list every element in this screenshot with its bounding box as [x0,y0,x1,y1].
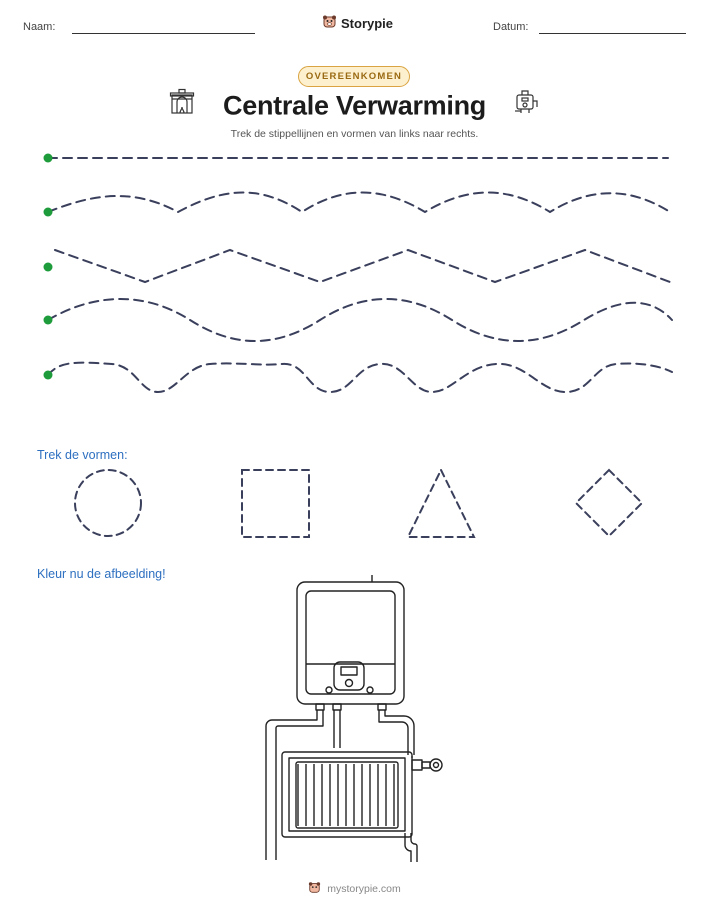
tracing-line-zigzag[interactable] [54,248,671,284]
title-text: Centrale Verwarming [223,90,486,121]
footer-url[interactable]: mystorypie.com [327,883,401,895]
start-dot-line-5 [43,370,53,380]
category-badge: OVEREENKOMEN [298,66,410,87]
start-dot-line-4 [43,315,53,325]
tracing-line-wave[interactable] [47,298,673,342]
shapes-label: Trek de vormen: [37,448,128,462]
start-dot-line-1 [43,153,53,163]
brand-name: Storypie [341,15,394,31]
date-line[interactable] [539,33,686,34]
brand-logo: Storypie [322,14,393,32]
storypie-footer-logo-icon [308,881,321,897]
tracing-line-curvy-wave[interactable] [47,361,673,394]
coloring-label: Kleur nu de afbeelding! [37,567,166,581]
date-label: Datum: [493,21,529,33]
instructions: Trek de stippellijnen en vormen van link… [230,128,479,140]
start-dot-line-2 [43,207,53,217]
footer: mystorypie.com [0,881,709,897]
boiler-icon [513,89,539,122]
name-line[interactable] [72,33,255,34]
fireplace-icon [169,89,194,122]
start-dot-line-3 [43,262,53,272]
tracing-line-gentle-wave[interactable] [47,191,671,214]
name-label: Naam: [23,21,56,33]
storypie-logo-icon [322,14,337,32]
page-title: Centrale Verwarming [0,89,709,122]
